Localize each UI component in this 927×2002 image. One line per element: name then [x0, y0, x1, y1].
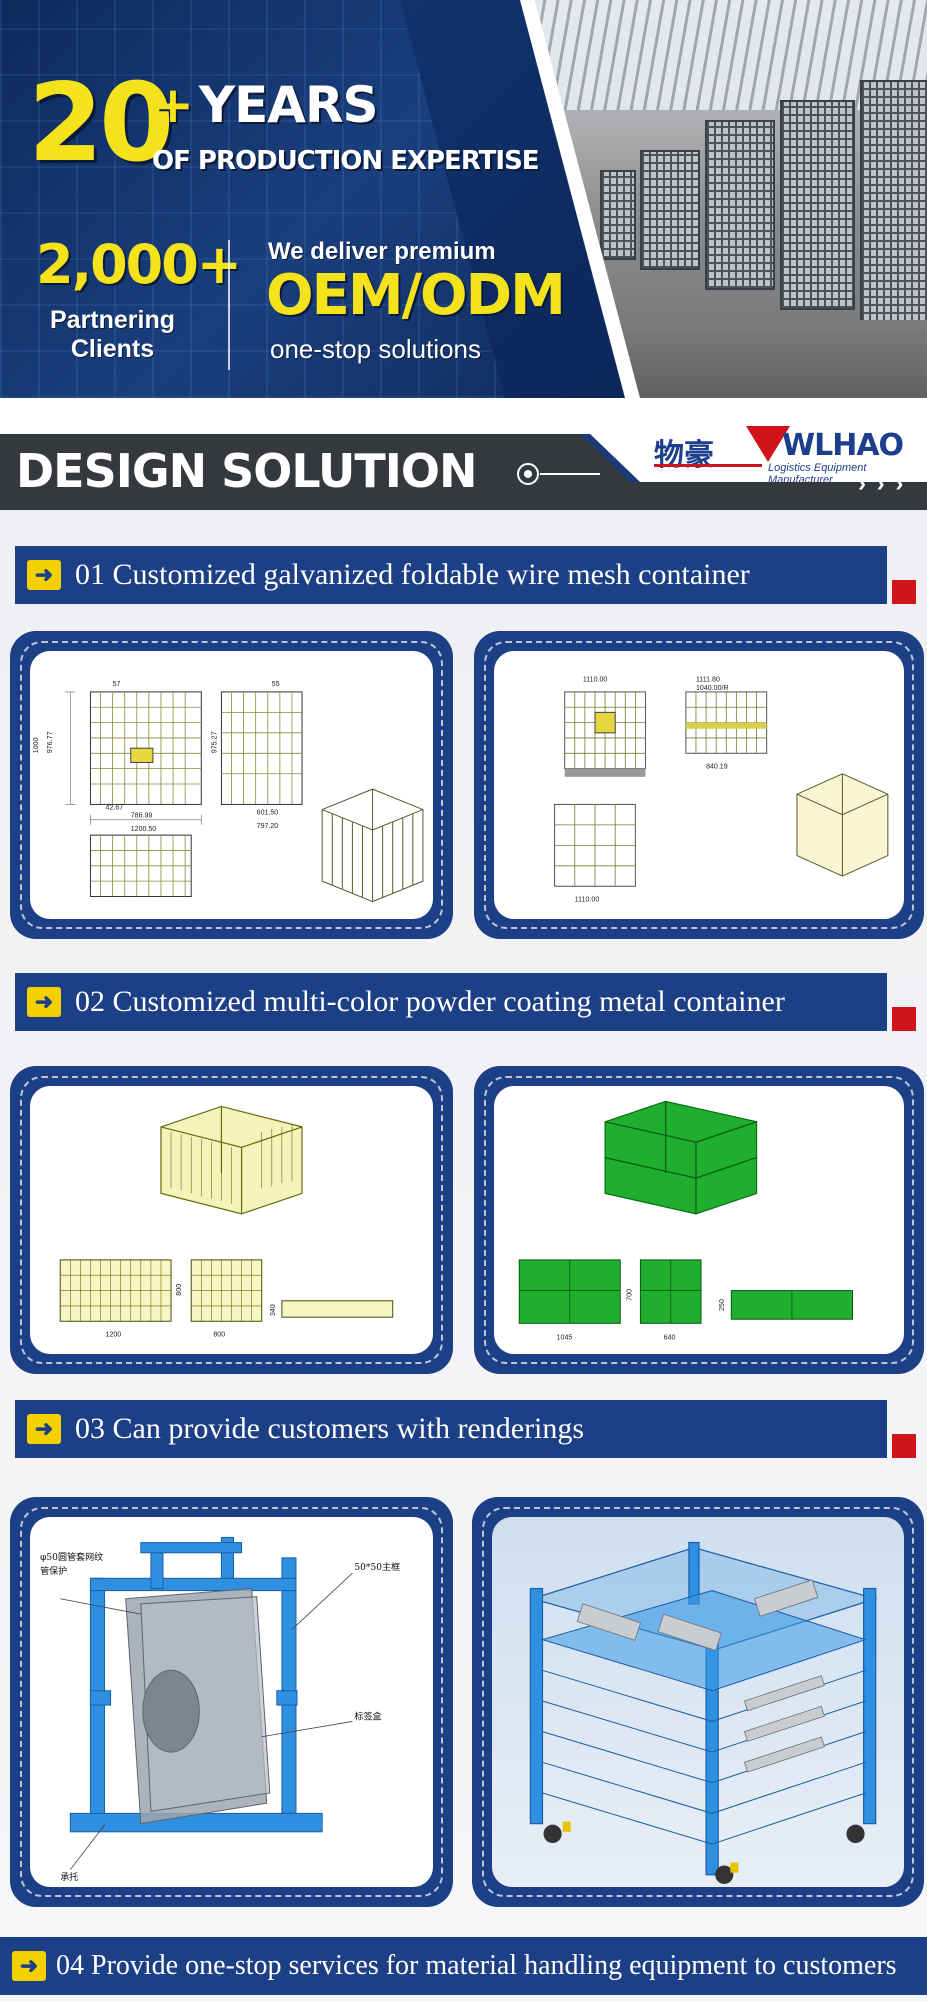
svg-text:57: 57 — [113, 680, 121, 688]
years-number: 20 — [28, 61, 174, 186]
section-title-03: 03 Can provide customers with renderings — [75, 1412, 585, 1445]
years-heading: +YEARS — [152, 80, 378, 130]
svg-text:1200.50: 1200.50 — [131, 825, 157, 833]
design-solution-bar: DESIGN SOLUTION › › › — [0, 434, 927, 510]
oem-odm-text: OEM/ODM — [266, 263, 566, 328]
arrow-right-icon: ➜ — [27, 560, 61, 590]
drawing-frame-2b: 1045 640 700 250 — [474, 1066, 924, 1374]
svg-text:786.99: 786.99 — [131, 812, 153, 820]
svg-text:800: 800 — [213, 1331, 225, 1339]
red-square-marker — [892, 1007, 916, 1031]
plus-sign: + — [152, 76, 194, 134]
rack-rendering-2 — [492, 1517, 904, 1887]
target-dot-icon — [517, 463, 539, 485]
svg-text:1045: 1045 — [557, 1334, 573, 1342]
hero-banner: 20 +YEARS OF PRODUCTION EXPERTISE 2,000+… — [0, 0, 927, 398]
svg-text:601.50: 601.50 — [257, 809, 279, 817]
svg-text:1000: 1000 — [32, 737, 40, 753]
section-title-02: 02 Customized multi-color powder coating… — [75, 985, 785, 1018]
svg-text:640: 640 — [664, 1334, 676, 1342]
logo-underline — [654, 464, 762, 467]
section-header-04: ➜ 04 Provide one-stop services for mater… — [0, 1937, 927, 1995]
deliver-text: We deliver premium — [268, 238, 496, 265]
section-header-01: ➜ 01 Customized galvanized foldable wire… — [15, 546, 887, 604]
section-header-03: ➜ 03 Can provide customers with renderin… — [15, 1400, 887, 1458]
svg-text:1110.00: 1110.00 — [583, 676, 608, 684]
onestop-text: one-stop solutions — [270, 334, 482, 364]
svg-text:1111.80: 1111.80 — [696, 676, 720, 684]
green-container-drawing: 1045 640 700 250 — [494, 1086, 904, 1354]
logo-english: WLHAO — [782, 428, 904, 463]
wire-mesh-drawing-1: 1000 976.77 786.99 1200.50 42.67 57 55 6… — [30, 651, 433, 919]
rendering-frame-3a: φ50圆管套网纹 管保护 50*50主框 标签盒 承托 — [10, 1497, 453, 1907]
svg-text:250: 250 — [718, 1299, 726, 1311]
svg-text:50*50主框: 50*50主框 — [354, 1561, 400, 1573]
clients-label-line2: Clients — [70, 334, 155, 363]
svg-text:800: 800 — [175, 1284, 183, 1296]
red-square-marker — [892, 1434, 916, 1458]
rendering-frame-3b — [472, 1497, 924, 1907]
logo-chinese: 物豪 — [654, 438, 714, 473]
clients-label: Partnering Clients — [30, 306, 195, 364]
svg-text:340: 340 — [269, 1304, 277, 1316]
drawing-frame-1b: 1110.00 1111.80 1040.00/R 840.19 1110.00 — [474, 631, 924, 939]
svg-text:976.77: 976.77 — [46, 731, 54, 753]
svg-text:1040.00/R: 1040.00/R — [696, 684, 729, 692]
design-solution-title: DESIGN SOLUTION — [16, 444, 477, 498]
svg-text:840.19: 840.19 — [706, 763, 728, 771]
clients-label-line1: Partnering — [49, 306, 176, 334]
svg-text:管保护: 管保护 — [40, 1565, 67, 1577]
svg-text:42.67: 42.67 — [106, 804, 124, 812]
hero-divider — [228, 240, 230, 370]
drawing-frame-2a: 1200 800 800 340 — [10, 1066, 453, 1374]
svg-text:797.20: 797.20 — [257, 822, 279, 830]
clients-number: 2,000+ — [36, 233, 242, 296]
red-square-marker — [892, 580, 916, 604]
years-label: YEARS — [198, 76, 379, 134]
logo-mark-icon — [746, 426, 790, 462]
arrow-right-icon: ➜ — [12, 1951, 46, 1981]
section-title-04: 04 Provide one-stop services for materia… — [56, 1950, 897, 1981]
svg-text:标签盒: 标签盒 — [354, 1710, 381, 1722]
svg-text:1200: 1200 — [106, 1331, 122, 1339]
connector-line — [540, 473, 600, 475]
svg-text:承托: 承托 — [60, 1871, 78, 1883]
drawing-frame-1a: 1000 976.77 786.99 1200.50 42.67 57 55 6… — [10, 631, 453, 939]
svg-text:700: 700 — [625, 1289, 633, 1301]
wire-mesh-drawing-2: 1110.00 1111.80 1040.00/R 840.19 1110.00 — [494, 651, 904, 919]
rack-rendering-1: φ50圆管套网纹 管保护 50*50主框 标签盒 承托 — [30, 1517, 433, 1887]
expertise-label: OF PRODUCTION EXPERTISE — [152, 146, 540, 176]
yellow-container-drawing: 1200 800 800 340 — [30, 1086, 433, 1354]
brand-logo: 物豪 WLHAO Logistics Equipment Manufacture… — [650, 426, 920, 486]
svg-text:φ50圆管套网纹: φ50圆管套网纹 — [40, 1551, 103, 1563]
warehouse-photo — [535, 0, 927, 398]
section-header-02: ➜ 02 Customized multi-color powder coati… — [15, 973, 887, 1031]
chevrons-icon: › › › — [858, 470, 906, 497]
arrow-right-icon: ➜ — [27, 1414, 61, 1444]
svg-text:975.27: 975.27 — [210, 731, 218, 753]
svg-text:1110.00: 1110.00 — [575, 896, 600, 904]
section-title-01: 01 Customized galvanized foldable wire m… — [75, 558, 750, 591]
arrow-right-icon: ➜ — [27, 987, 61, 1017]
svg-text:55: 55 — [272, 680, 280, 688]
